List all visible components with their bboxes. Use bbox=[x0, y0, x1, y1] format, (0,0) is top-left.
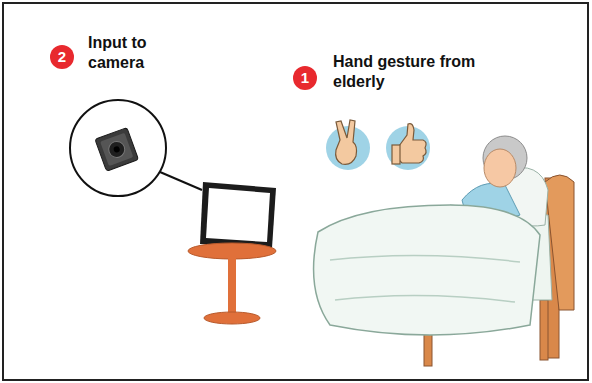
camera-lens bbox=[106, 139, 127, 160]
leader-line bbox=[160, 172, 202, 190]
camera-lens-core bbox=[113, 146, 121, 154]
step-label: Hand gesture from elderly bbox=[333, 52, 493, 92]
callout-number: 1 bbox=[293, 66, 317, 90]
peace-hand bbox=[336, 120, 357, 164]
camera-face bbox=[100, 133, 133, 166]
camera-inset bbox=[70, 100, 166, 196]
thumb-cuff bbox=[392, 145, 400, 164]
thumbs-up-hand bbox=[399, 124, 426, 163]
blanket-fold bbox=[335, 295, 515, 302]
camera-body bbox=[95, 128, 139, 172]
table-base bbox=[204, 312, 260, 324]
table-top bbox=[188, 243, 276, 259]
frame bbox=[3, 3, 588, 380]
blanket bbox=[314, 205, 540, 335]
face bbox=[484, 149, 516, 187]
tablet-screen bbox=[206, 188, 270, 242]
tablet-frame bbox=[200, 182, 276, 248]
table-stem bbox=[228, 257, 236, 315]
camera-symbol bbox=[95, 128, 139, 172]
callout-number: 2 bbox=[50, 45, 74, 69]
bed-leg bbox=[540, 300, 548, 360]
blanket-fold bbox=[330, 255, 520, 262]
step-label: Input to camera bbox=[88, 33, 188, 73]
